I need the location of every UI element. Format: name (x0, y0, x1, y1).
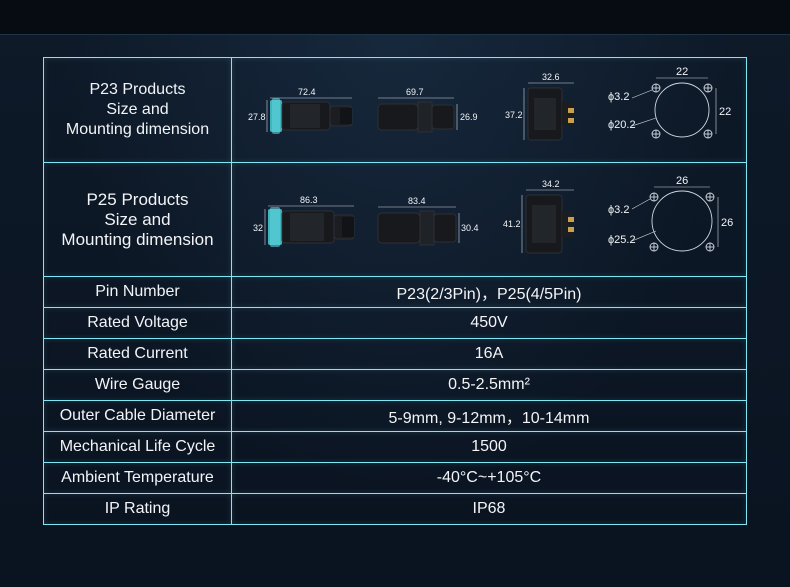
dimension-drawing-cell: 72.4 27.8 69.7 26.9 (231, 57, 747, 163)
plug-length-label: 72.4 (298, 87, 316, 97)
p25-dimension-drawing: 86.3 32 83.4 30.4 (253, 175, 733, 254)
socket-length-label: 69.7 (406, 87, 424, 97)
spec-label: Pin Number (43, 276, 232, 308)
spec-label: Rated Voltage (43, 307, 232, 339)
product-title-line: Size and (104, 209, 171, 229)
product-title-line: P25 Products (86, 189, 189, 209)
mounting-hole-diagram (631, 186, 719, 252)
spec-label: Outer Cable Diameter (43, 400, 232, 432)
hole-spacing-h-label: 26 (676, 175, 688, 187)
hole-spacing-h-label: 22 (676, 66, 688, 78)
p23-dimension-drawing: 72.4 27.8 69.7 26.9 (248, 66, 731, 141)
top-banner-strip (0, 0, 790, 34)
top-divider (0, 34, 790, 35)
panel-height-label: 41.2 (503, 219, 521, 229)
spec-label: Wire Gauge (43, 369, 232, 401)
panel-height-label: 37.2 (505, 110, 523, 120)
socket-connector-image (377, 101, 455, 133)
hole-spacing-v-label: 26 (721, 217, 733, 229)
product-title-cell: P25 Products Size and Mounting dimension (43, 162, 232, 277)
cutout-diameter-label: ϕ20.2 (608, 119, 636, 131)
spec-table: P23 Products Size and Mounting dimension… (43, 57, 747, 525)
spec-value: P23(2/3Pin)，P25(4/5Pin) (231, 276, 747, 308)
product-row-p25: P25 Products Size and Mounting dimension… (43, 162, 747, 277)
plug-connector-image (270, 98, 353, 134)
product-row-p23: P23 Products Size and Mounting dimension… (43, 57, 747, 163)
panel-mount-image (527, 87, 574, 141)
socket-length-label: 83.4 (408, 196, 426, 206)
spec-row: Wire Gauge 0.5-2.5mm² (43, 369, 747, 401)
spec-row: IP Rating IP68 (43, 493, 747, 525)
socket-diameter-label: 26.9 (460, 112, 478, 122)
product-title-line: Mounting dimension (61, 229, 214, 249)
spec-value: -40°C~+105°C (231, 462, 747, 494)
socket-diameter-label: 30.4 (461, 223, 479, 233)
product-title-line: P23 Products (89, 81, 186, 98)
spec-row: Rated Current 16A (43, 338, 747, 370)
product-title-line: Size and (106, 101, 169, 118)
product-title-line: Mounting dimension (65, 121, 210, 138)
spec-value: 0.5-2.5mm² (231, 369, 747, 401)
spec-row: Mechanical Life Cycle 1500 (43, 431, 747, 463)
panel-mount-image (525, 194, 574, 254)
plug-diameter-label: 32 (253, 223, 263, 233)
spec-label: Mechanical Life Cycle (43, 431, 232, 463)
product-title-cell: P23 Products Size and Mounting dimension (43, 57, 232, 163)
panel-width-label: 32.6 (542, 72, 560, 82)
dimension-drawing-cell: 86.3 32 83.4 30.4 (231, 162, 747, 277)
spec-row: Pin Number P23(2/3Pin)，P25(4/5Pin) (43, 276, 747, 308)
spec-value: 450V (231, 307, 747, 339)
spec-row: Rated Voltage 450V (43, 307, 747, 339)
socket-connector-image (377, 210, 457, 246)
hole-spacing-v-label: 22 (719, 106, 731, 118)
product-title: P23 Products Size and Mounting dimension (44, 80, 231, 140)
spec-value: 16A (231, 338, 747, 370)
spec-value: IP68 (231, 493, 747, 525)
plug-length-label: 86.3 (300, 195, 318, 205)
spec-label: Ambient Temperature (43, 462, 232, 494)
panel-width-label: 34.2 (542, 179, 560, 189)
spec-value: 1500 (231, 431, 747, 463)
plug-connector-image (268, 207, 355, 247)
mounting-hole-diagram (631, 77, 717, 139)
spec-label: Rated Current (43, 338, 232, 370)
product-title: P25 Products Size and Mounting dimension (44, 190, 231, 250)
hole-diameter-label: ϕ3.2 (608, 91, 629, 103)
hole-diameter-label: ϕ3.2 (608, 204, 629, 216)
spec-label: IP Rating (43, 493, 232, 525)
spec-row: Outer Cable Diameter 5-9mm, 9-12mm，10-14… (43, 400, 747, 432)
cutout-diameter-label: ϕ25.2 (608, 234, 636, 246)
plug-diameter-label: 27.8 (248, 112, 266, 122)
spec-row: Ambient Temperature -40°C~+105°C (43, 462, 747, 494)
spec-value: 5-9mm, 9-12mm，10-14mm (231, 400, 747, 432)
